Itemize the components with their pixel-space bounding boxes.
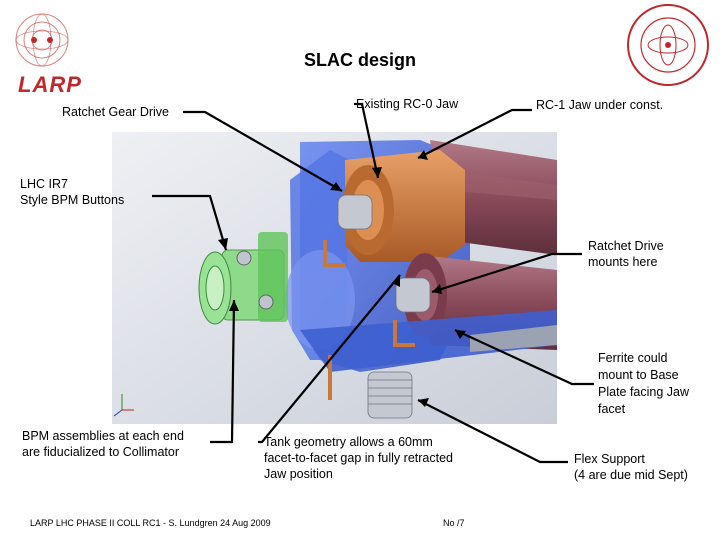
label-tank-line1: Tank geometry allows a 60mm <box>264 435 433 449</box>
label-bpm-buttons-line1: LHC IR7 <box>20 177 68 191</box>
label-ratchet-gear-drive: Ratchet Gear Drive <box>62 105 169 119</box>
label-flex-line1: Flex Support <box>574 452 645 466</box>
larp-logo: LARP <box>18 72 82 97</box>
label-ferrite-line3: Plate facing Jaw <box>598 385 690 399</box>
slide-title: SLAC design <box>303 50 416 70</box>
label-ferrite-line1: Ferrite could <box>598 351 668 365</box>
footer-page: No /7 <box>443 518 465 528</box>
label-bpm-assemblies-line2: are fiducialized to Collimator <box>22 445 180 459</box>
label-bpm-buttons-line2: Style BPM Buttons <box>20 193 125 207</box>
label-tank-line2: facet-to-facet gap in fully retracted <box>264 451 453 465</box>
label-bpm-assemblies-line1: BPM assemblies at each end <box>22 429 184 443</box>
slac-seal <box>627 4 709 86</box>
label-ratchet-mount-line1: Ratchet Drive <box>588 239 664 253</box>
label-existing-rc0-jaw: Existing RC-0 Jaw <box>356 97 459 111</box>
label-ferrite-line4: facet <box>598 402 626 416</box>
label-ferrite-line2: mount to Base <box>598 368 679 382</box>
cern-logo <box>15 13 69 67</box>
label-tank-line3: Jaw position <box>264 467 333 481</box>
label-ratchet-mount-line2: mounts here <box>588 255 658 269</box>
label-flex-line2: (4 are due mid Sept) <box>574 468 688 482</box>
footer-left: LARP LHC PHASE II COLL RC1 - S. Lundgren… <box>30 518 271 528</box>
label-rc1-jaw: RC-1 Jaw under const. <box>536 98 664 112</box>
bpm-assembly-render <box>198 232 288 325</box>
